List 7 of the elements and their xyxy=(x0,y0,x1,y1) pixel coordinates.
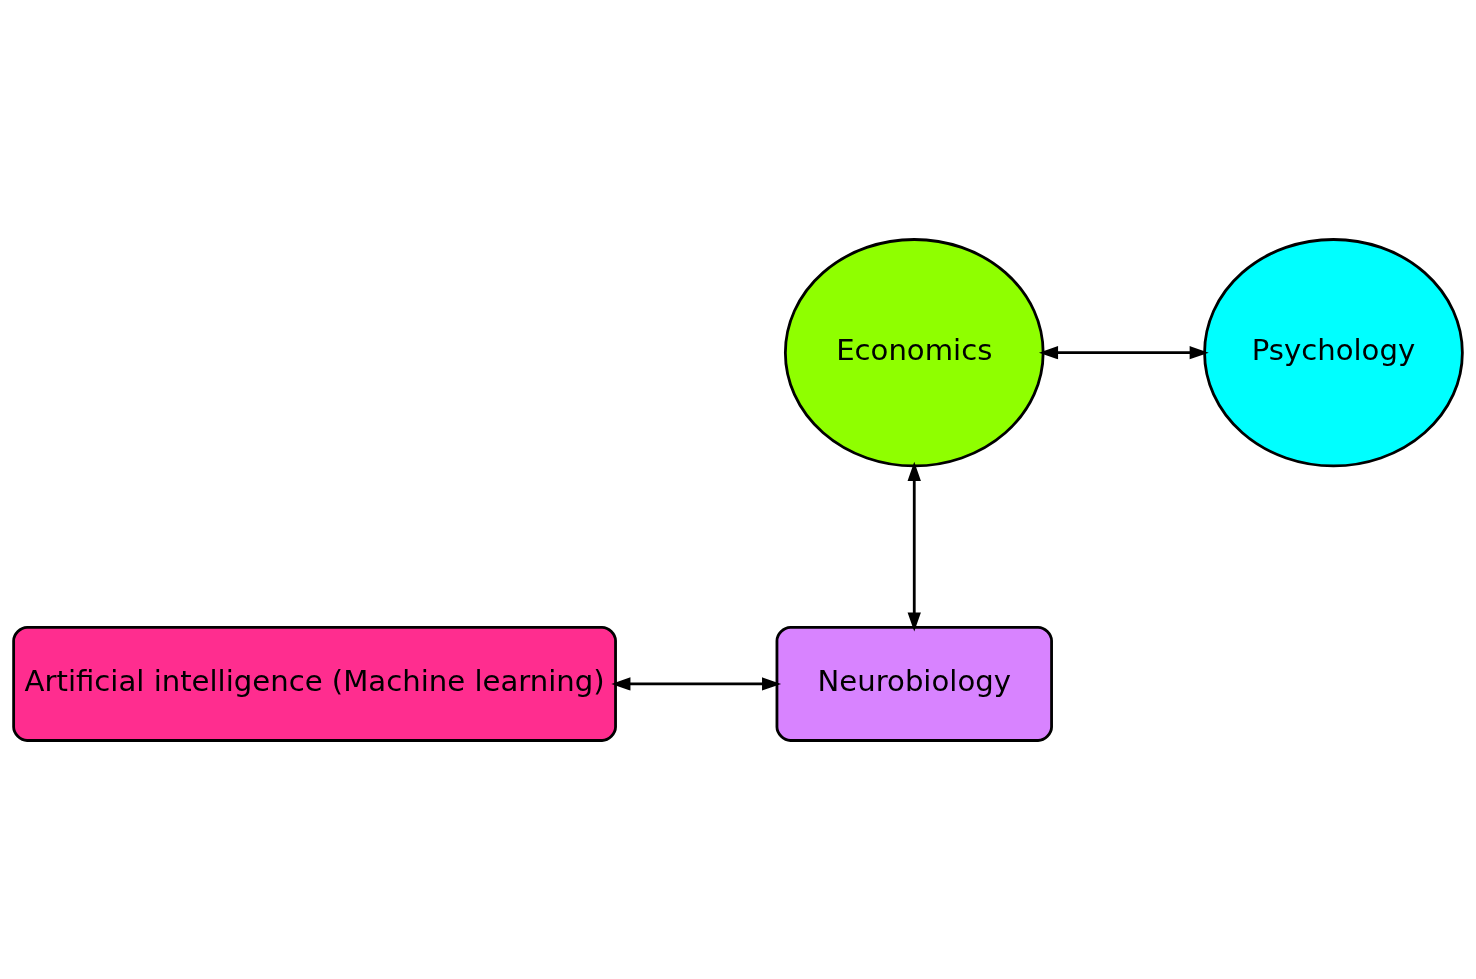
node-ellipse: Psychology xyxy=(1203,237,1464,467)
node-box: Artificial intelligence (Machine learning) xyxy=(12,625,617,742)
arrow xyxy=(611,676,782,691)
arrow xyxy=(907,461,921,631)
node-ellipse: Economics xyxy=(783,237,1045,467)
arrow xyxy=(1039,345,1209,359)
node-box: Neurobiology xyxy=(775,625,1053,742)
